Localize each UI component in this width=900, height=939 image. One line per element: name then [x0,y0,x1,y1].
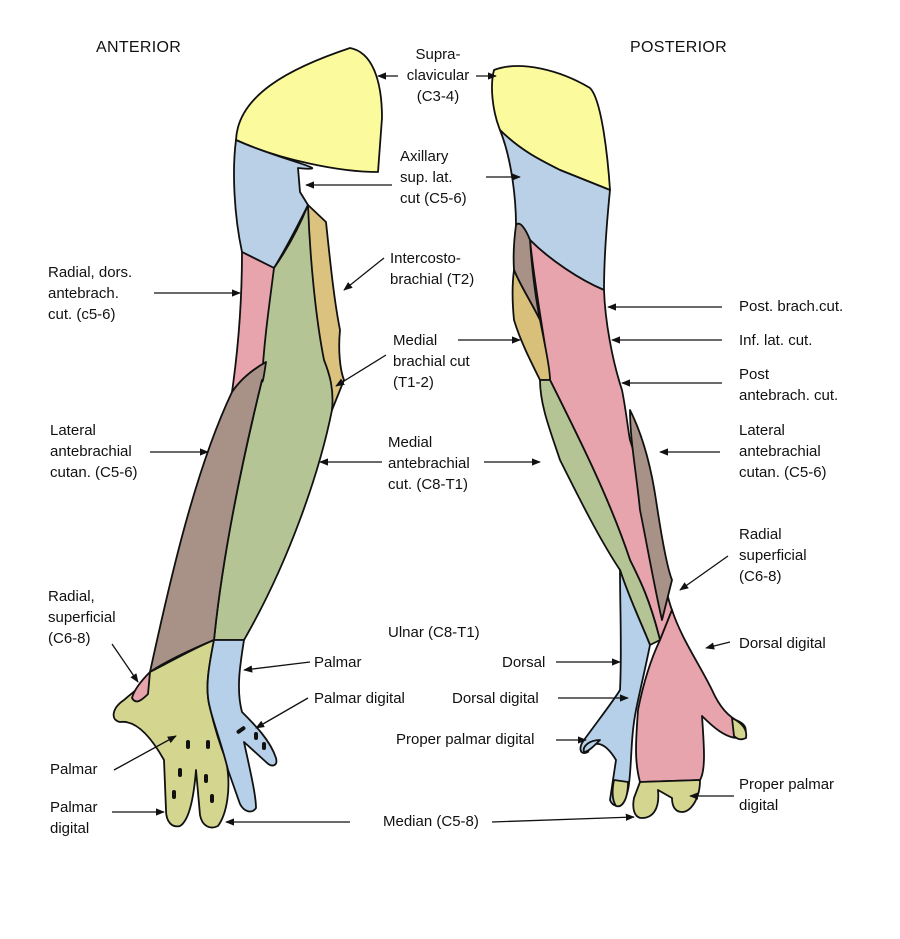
posterior-ulnar-tip [582,739,601,753]
label-post-antebrach: Post antebrach. cut. [739,366,839,404]
label-dorsal: Dorsal [502,654,546,671]
label-proper-palmar-digital: Proper palmar digital [396,731,535,748]
anterior-lateral-antebrachial-region [149,361,267,673]
label-median: Median (C5-8) [383,813,479,830]
callout-arrows [111,72,734,826]
label-palmar-hand: Palmar [50,761,98,778]
label-dorsal-digital: Dorsal digital [452,690,539,707]
label-palmar-ulnar: Palmar [314,654,362,671]
label-palmar-digital-hand: Palmar digital [50,799,98,837]
posterior-heading: POSTERIOR [630,39,727,56]
label-palmar-digital-ulnar: Palmar digital [314,690,405,707]
label-axillary: Axillary sup. lat. cut (C5-6) [400,148,467,207]
label-supraclavicular: Supra- clavicular (C3-4) [406,46,470,105]
anterior-axillary-region [233,139,314,269]
label-ulnar: Ulnar (C8-T1) [388,624,480,641]
label-proper-palmar-digital-right: Proper palmar digital [739,776,835,814]
posterior-radial-hand-region [635,609,747,783]
anterior-medial-brachial-region [307,204,345,411]
anterior-supraclavicular-region [235,47,383,173]
label-anterior-lateral-antebrachial: Lateral antebrachial cutan. (C5-6) [50,422,138,481]
label-anterior-radial-superficial: Radial, superficial (C6-8) [48,588,116,647]
anterior-arm [112,47,383,829]
label-post-brach: Post. brach.cut. [739,298,844,315]
label-dorsal-digital-radial: Dorsal digital [739,635,826,652]
posterior-arm [491,65,748,819]
label-medial-brachial: Medial brachial cut (T1-2) [393,332,470,391]
posterior-median-thumb-tip [731,717,748,741]
label-posterior-lateral-antebrachial: Lateral antebrachial cutan. (C5-6) [739,422,827,481]
posterior-pink-region [529,239,673,641]
posterior-median-fingertips [632,779,701,819]
anterior-ulnar-hand-region [206,639,278,813]
label-posterior-radial-superficial: Radial superficial (C6-8) [739,526,807,585]
label-intercostobrachial: Intercosto- brachial (T2) [390,250,475,288]
label-medial-antebrachial: Medial antebrachial cut. (C8-T1) [388,434,470,493]
anterior-radial-superficial-patch [131,671,151,703]
posterior-median-index-tip [611,779,629,808]
posterior-ulnar-hand-region [579,569,651,807]
label-radial-dors: Radial, dors. antebrach. cut. (c5-6) [48,264,133,323]
anterior-heading: ANTERIOR [96,39,182,56]
posterior-lateral-antebrachial-region [629,409,673,621]
label-inf-lat: Inf. lat. cut. [739,332,813,349]
posterior-supraclavicular-region [491,65,611,191]
